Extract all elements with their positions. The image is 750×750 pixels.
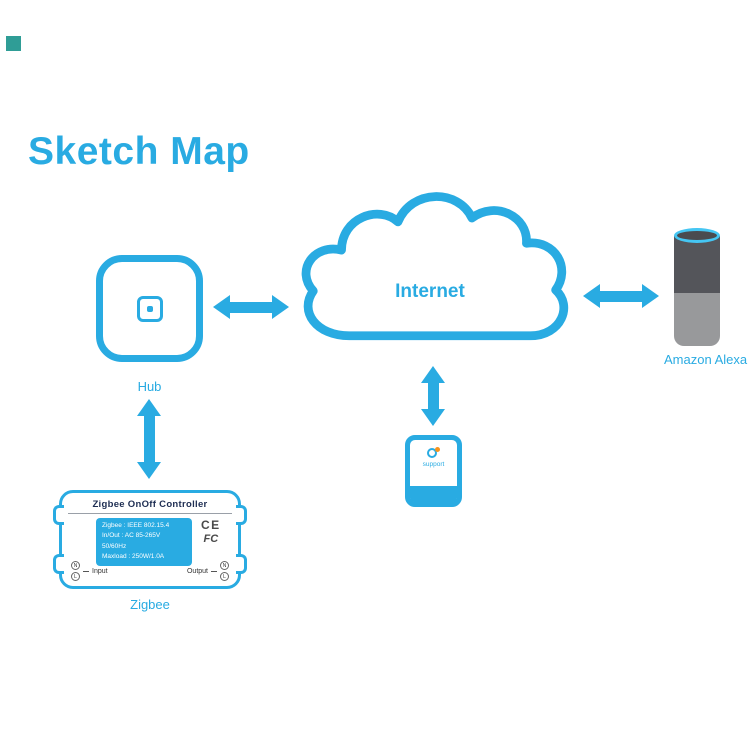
hub-button-icon: [136, 295, 163, 322]
input-terminals: N L Input: [71, 561, 108, 581]
phone-bottom-bar: [410, 486, 457, 502]
arrow-hub-internet: [213, 295, 289, 319]
corner-mark: [6, 36, 21, 51]
zigbee-spec-box: Zigbee : IEEE 802.15.4 In/Out : AC 85-26…: [96, 518, 192, 566]
hub-label: Hub: [137, 379, 162, 394]
spec-line: In/Out : AC 85-265V 50/60Hz: [102, 532, 161, 550]
ce-mark: CE: [201, 518, 221, 532]
internet-cloud-icon: [301, 192, 569, 341]
logo-ring-icon: [427, 448, 437, 458]
alexa-label: Amazon Alexa: [664, 352, 748, 367]
alexa-speaker: [674, 228, 720, 346]
support-logo-icon: [427, 447, 440, 460]
arrow-hub-zigbee: [137, 399, 161, 479]
terminal-dash: [83, 570, 89, 572]
support-app-label: support: [422, 461, 445, 468]
arrowhead-right: [272, 295, 289, 319]
alexa-speaker-body: [674, 236, 720, 346]
hub-device: [96, 255, 203, 362]
certification-marks: CE FC: [201, 518, 221, 545]
input-label: Input: [92, 567, 108, 575]
arrowhead-left: [213, 295, 230, 319]
page-title: Sketch Map: [28, 130, 250, 173]
arrowhead-down: [137, 462, 161, 479]
arrow-shaft: [600, 290, 642, 302]
spec-line: Zigbee : IEEE 802.15.4: [102, 522, 170, 529]
arrow-shaft: [230, 301, 272, 313]
support-app-logo: support: [422, 447, 445, 468]
output-label: Output: [186, 567, 208, 575]
internet-label: Internet: [395, 281, 465, 302]
zigbee-label: Zigbee: [130, 597, 170, 612]
divider: [68, 513, 232, 514]
arrowhead-down: [421, 409, 445, 426]
arrowhead-right: [642, 284, 659, 308]
arrow-internet-alexa: [583, 284, 659, 308]
mounting-ear: [53, 505, 64, 525]
mounting-ear: [53, 554, 64, 574]
phone-device: support: [405, 435, 462, 507]
mounting-ear: [236, 554, 247, 574]
logo-dot-icon: [435, 447, 440, 452]
zigbee-controller-device: Zigbee OnOff Controller Zigbee : IEEE 80…: [53, 490, 247, 589]
zigbee-device-title: Zigbee OnOff Controller: [92, 499, 208, 510]
terminal-row: N L Input Output N L: [71, 561, 229, 581]
arrow-internet-phone: [421, 366, 445, 426]
output-terminals: Output N L: [187, 561, 229, 581]
arrowhead-left: [583, 284, 600, 308]
arrowhead-up: [137, 399, 161, 416]
arrowhead-up: [421, 366, 445, 383]
terminal-l-icon: L: [71, 572, 80, 581]
terminal-l-icon: L: [220, 572, 229, 581]
spec-line: Maxload : 250W/1.0A: [102, 553, 165, 561]
mounting-ear: [236, 505, 247, 525]
alexa-light-ring-icon: [674, 228, 720, 243]
arrow-shaft: [427, 383, 439, 409]
terminal-n-icon: N: [71, 561, 80, 570]
terminal-n-icon: N: [220, 561, 229, 570]
arrow-shaft: [143, 416, 155, 462]
fcc-mark: FC: [203, 533, 219, 545]
terminal-dash: [211, 570, 217, 572]
hub-button-dot: [146, 305, 153, 312]
